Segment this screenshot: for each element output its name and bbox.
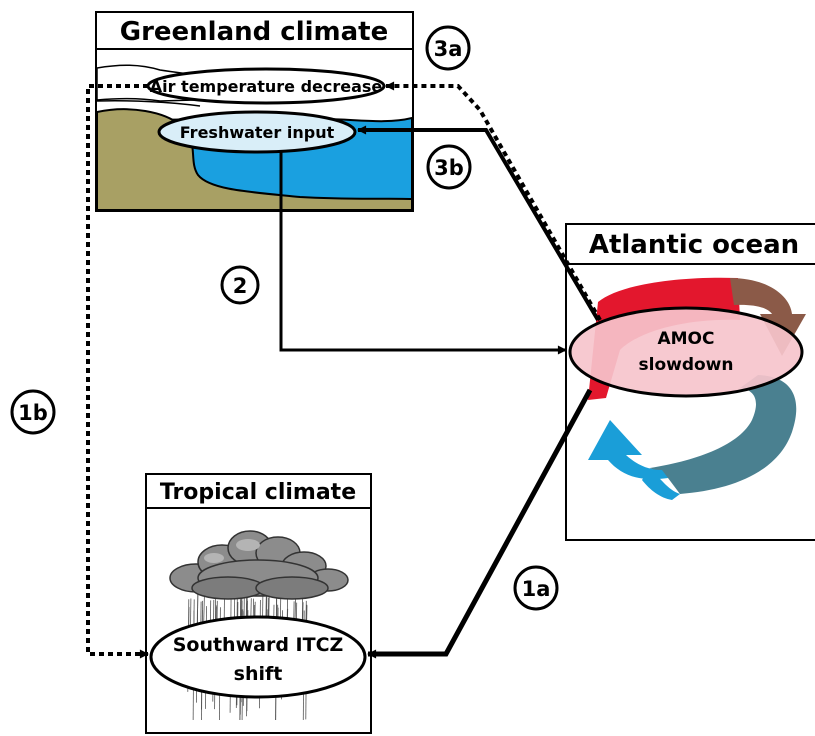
connectors <box>86 81 602 659</box>
itcz-label-line1: Southward ITCZ <box>173 634 344 656</box>
step-1b-label: 1b <box>18 401 48 425</box>
step-1b-badge <box>10 389 56 435</box>
tropical-climate-box: Tropical climate Southward ITCZ shift <box>145 473 372 734</box>
arrow-3b <box>357 125 600 322</box>
greenland-title-box <box>95 11 414 50</box>
greenland-climate-box: Greenland climate Air temperature decrea… <box>95 11 414 212</box>
step-3b-badge <box>426 144 472 190</box>
itcz-label-line2: shift <box>234 663 283 685</box>
greenland-title: Greenland climate <box>120 17 389 47</box>
arrow-2 <box>279 152 567 355</box>
amoc-node <box>568 306 804 398</box>
step-badges: 3a 3b 2 1b 1a <box>10 25 559 611</box>
step-1a-label: 1a <box>522 577 551 601</box>
step-2-label: 2 <box>233 274 248 298</box>
freshwater-node <box>157 110 357 154</box>
current-blue-lower <box>642 468 680 500</box>
arrow-1a <box>367 388 593 659</box>
air-temperature-label: Air temperature decrease <box>150 77 383 96</box>
step-3a-label: 3a <box>434 37 463 61</box>
freshwater-label: Freshwater input <box>180 123 335 142</box>
current-teal <box>650 375 797 494</box>
step-1a-badge <box>513 565 559 611</box>
itcz-node <box>149 615 367 699</box>
step-3a-badge <box>425 25 471 71</box>
tropical-title: Tropical climate <box>160 480 356 505</box>
arrow-3a <box>385 81 602 321</box>
amoc-label-line1: AMOC <box>657 329 714 349</box>
arrow-1b <box>86 84 149 659</box>
step-3b-label: 3b <box>434 156 464 180</box>
amoc-label-line2: slowdown <box>639 355 734 375</box>
coastline-edge <box>97 99 201 107</box>
current-blue <box>588 420 668 480</box>
step-2-badge <box>220 265 260 305</box>
atlantic-ocean-box: Atlantic ocean AMOC slowdown <box>565 223 815 541</box>
cloud-icon <box>169 530 349 600</box>
atlantic-title: Atlantic ocean <box>589 230 799 260</box>
